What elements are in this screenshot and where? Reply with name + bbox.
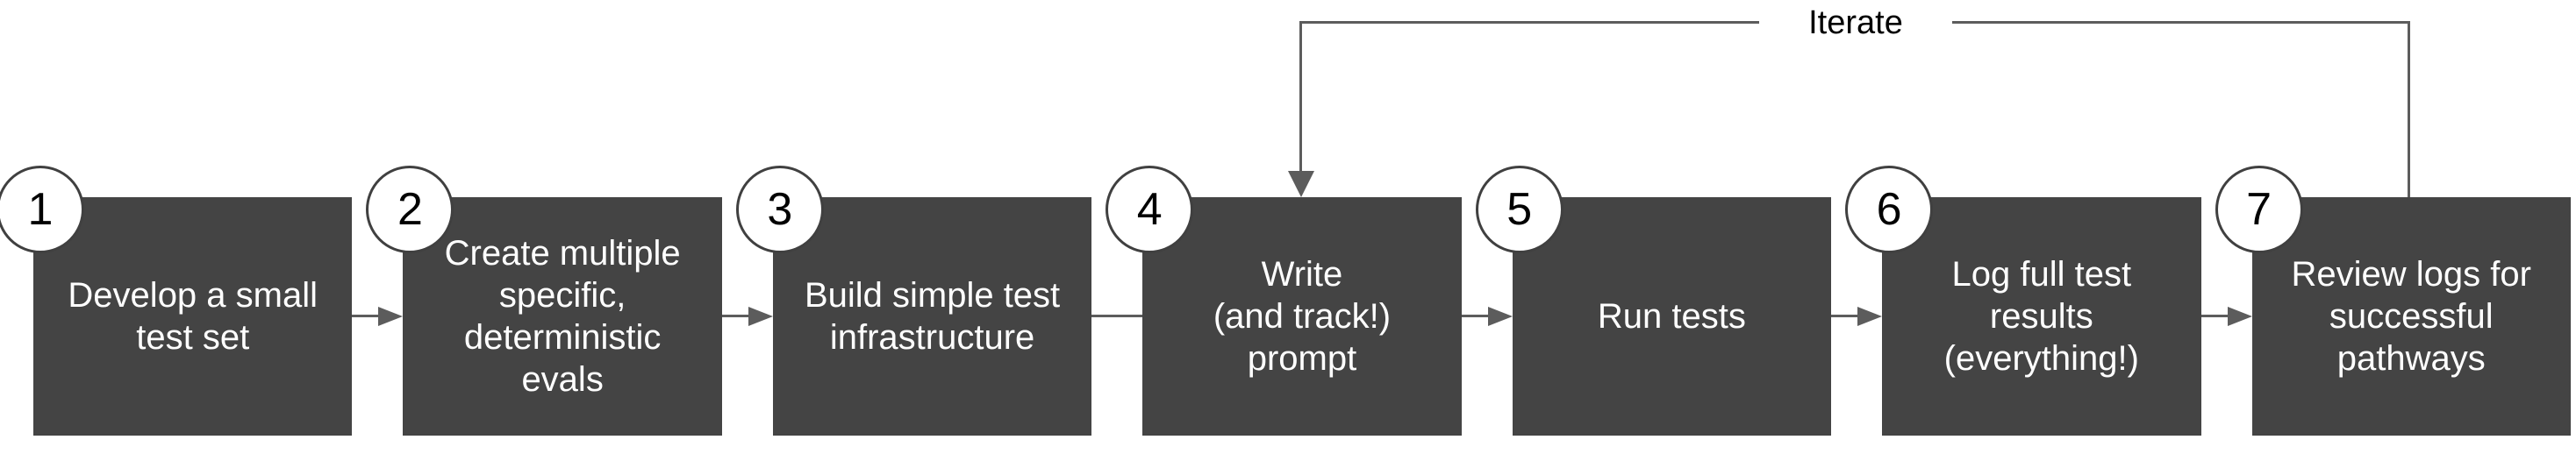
step-label: Review logs for successful pathways — [2291, 255, 2531, 378]
connector-line-segment — [1831, 315, 1862, 317]
arrowhead-icon — [1487, 307, 1513, 326]
step-label: Write (and track!) prompt — [1213, 255, 1392, 378]
iterate-loop-line-up — [2408, 21, 2410, 197]
connector-line-segment — [1461, 315, 1492, 317]
arrowhead-icon — [2227, 307, 2252, 326]
iterate-arrowhead-icon — [1288, 171, 1314, 197]
connector-line-segment — [352, 315, 383, 317]
arrowhead-icon — [748, 307, 773, 326]
step-label: Log full test results (everything!) — [1943, 255, 2139, 378]
step-number-badge: 6 — [1845, 166, 1934, 253]
arrowhead-icon — [378, 307, 404, 326]
iterate-loop-line-down — [1299, 21, 1302, 172]
connector-line — [1091, 197, 1143, 436]
step-number-badge: 2 — [366, 166, 454, 253]
iterate-label: Iterate — [1759, 0, 1952, 46]
connector-line-segment — [1091, 315, 1143, 317]
connector-arrow — [1831, 197, 1883, 436]
step-number-badge: 7 — [2215, 166, 2303, 253]
step-number-badge: 1 — [0, 166, 84, 253]
step-label: Develop a small test set — [68, 276, 318, 357]
step-label: Run tests — [1597, 297, 1746, 336]
connector-arrow — [1461, 197, 1513, 436]
connector-arrow — [2200, 197, 2252, 436]
connector-line-segment — [721, 315, 752, 317]
connector-line-segment — [2200, 315, 2231, 317]
step-number-badge: 3 — [735, 166, 824, 253]
step-label: Create multiple specific, deterministic … — [444, 234, 681, 399]
arrowhead-icon — [1857, 307, 1883, 326]
step-number-badge: 5 — [1475, 166, 1563, 253]
connector-arrow — [352, 197, 404, 436]
connector-arrow — [721, 197, 773, 436]
step-number-badge: 4 — [1106, 166, 1194, 253]
step-label: Build simple test infrastructure — [804, 276, 1061, 357]
